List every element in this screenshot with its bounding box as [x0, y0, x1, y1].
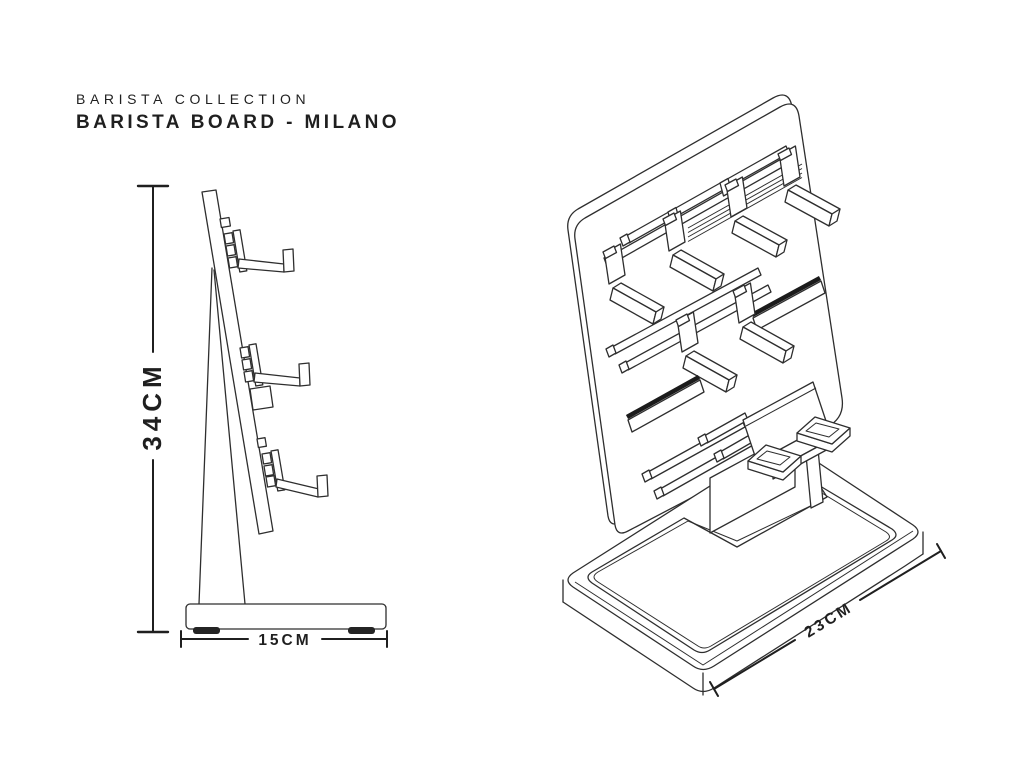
base-chamfer-line	[574, 530, 914, 666]
hook-profile-top	[223, 229, 295, 273]
dimension-line	[713, 550, 942, 690]
slat-tab	[219, 216, 232, 229]
base-profile	[185, 603, 387, 630]
j-hook	[732, 282, 795, 364]
isometric-view-drawing	[562, 94, 924, 696]
bracket-edge-line	[745, 387, 817, 427]
display-tray-left	[625, 375, 705, 433]
hook-profile-middle	[239, 343, 311, 387]
slat-rails-bottom	[641, 412, 764, 500]
collection-title: BARISTA COLLECTION	[76, 91, 311, 107]
hook-profile-bottom	[261, 449, 329, 498]
support-leg-back-line	[198, 267, 213, 605]
slat-rails-middle	[605, 267, 772, 374]
height-dimension-label: 34CM	[137, 361, 167, 450]
title-block: BARISTA COLLECTION BARISTA BOARD - MILAN…	[76, 92, 400, 132]
base-foot	[193, 627, 220, 634]
base-recess-floor	[593, 489, 890, 649]
base-recess-lip	[587, 485, 897, 654]
j-hook	[675, 311, 738, 393]
j-hook	[777, 145, 841, 227]
base-foot	[348, 627, 375, 634]
tray-profile	[249, 385, 274, 411]
height-dimension: 34CM	[136, 184, 170, 634]
ring-holder-left	[747, 444, 802, 481]
j-hook	[662, 210, 725, 292]
depth-dimension-label: 15CM	[258, 632, 311, 649]
support-leg-front-line	[213, 269, 246, 605]
slat-tab	[256, 437, 268, 449]
product-title: BARISTA BOARD - MILANO	[76, 112, 400, 133]
j-hook	[724, 176, 788, 258]
side-view-drawing	[185, 189, 387, 634]
depth-dimension: 15CM	[180, 630, 388, 649]
board-profile	[201, 189, 274, 535]
j-hook	[602, 243, 665, 325]
ring-holder-right	[796, 416, 851, 453]
